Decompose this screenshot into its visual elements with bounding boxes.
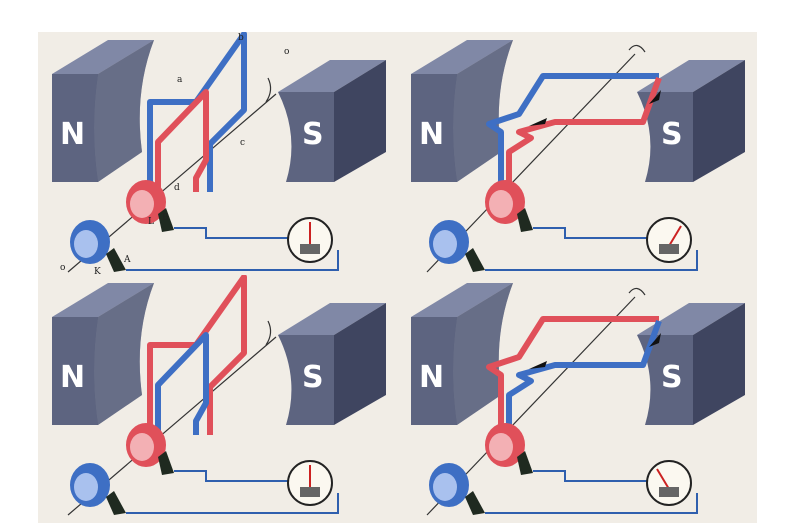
ring-label-k: K [94, 267, 101, 277]
generator-diagram-1: N S [52, 32, 386, 277]
magnet-north: N [411, 283, 513, 425]
current-arrow-left [529, 118, 547, 126]
rotation-arrow [265, 77, 272, 103]
brush-label-a: A [123, 255, 131, 265]
panel-top-right: N S [397, 32, 757, 277]
coil-label-b: b [238, 33, 244, 43]
armature-coil [147, 275, 247, 435]
galvanometer-needle [668, 225, 682, 247]
magnet-south: S [278, 60, 386, 182]
galvanometer [646, 217, 692, 263]
generator-diagram-3: N S [52, 275, 386, 516]
magnet-south: S [637, 60, 745, 182]
current-arrow-right [649, 333, 661, 347]
coil-label-c: c [240, 138, 245, 148]
coil-label-a: a [177, 75, 183, 85]
axis-label-o-top: o [284, 47, 289, 57]
north-label: N [60, 117, 85, 152]
brush-upper [517, 451, 533, 475]
slip-ring-blue [70, 220, 110, 264]
south-label: S [302, 117, 324, 152]
north-label: N [419, 117, 444, 152]
armature-coil [147, 32, 247, 192]
rotation-arrow [265, 320, 272, 346]
coil-label-d: d [174, 183, 180, 193]
brush-upper [158, 451, 174, 475]
brush-lower [465, 491, 485, 515]
south-label: S [661, 360, 683, 395]
circuit-wire-lower [485, 493, 698, 514]
axis-label-o-bottom: o [60, 263, 65, 273]
south-label: S [302, 360, 324, 395]
brush-lower [106, 491, 126, 515]
brush-upper [158, 208, 174, 232]
slip-ring-red [126, 180, 166, 224]
north-label: N [419, 360, 444, 395]
current-arrow-left [529, 361, 547, 369]
circuit-wire-lower [126, 493, 339, 514]
rotation-arrow [628, 287, 646, 296]
circuit-wire-upper [533, 470, 647, 482]
circuit-wire-lower [126, 250, 339, 271]
ring-label-l: L [148, 217, 154, 227]
slip-ring-red [485, 180, 525, 224]
brush-lower [465, 248, 485, 272]
current-arrow-right [649, 90, 661, 104]
panel-top-left: N S [38, 32, 398, 277]
slip-ring-red [485, 423, 525, 467]
panel-bottom-left: N S [38, 275, 398, 520]
rotation-arrow [628, 44, 646, 53]
magnet-north: N [52, 283, 154, 425]
circuit-wire-upper [533, 227, 647, 239]
brush-upper [517, 208, 533, 232]
circuit-wire-upper [174, 470, 288, 482]
galvanometer-needle [656, 468, 670, 490]
circuit-wire-upper [174, 227, 288, 239]
slip-ring-blue [70, 463, 110, 507]
slip-ring-red [126, 423, 166, 467]
slip-ring-blue [429, 463, 469, 507]
south-label: S [661, 117, 683, 152]
magnet-south: S [637, 303, 745, 425]
galvanometer [287, 217, 333, 263]
slip-ring-blue [429, 220, 469, 264]
north-label: N [60, 360, 85, 395]
magnet-north: N [411, 40, 513, 182]
brush-lower [106, 248, 126, 272]
panel-bottom-right: N S [397, 275, 757, 520]
magnet-north: N [52, 40, 154, 182]
galvanometer [646, 460, 692, 506]
generator-diagram-4: N S [411, 283, 745, 516]
magnet-south: S [278, 303, 386, 425]
brush-label-b: B [162, 213, 169, 223]
armature-coil [486, 73, 662, 196]
generator-diagram-2: N S [411, 40, 745, 273]
armature-coil [486, 316, 662, 439]
galvanometer [287, 460, 333, 506]
circuit-wire-lower [485, 250, 698, 271]
